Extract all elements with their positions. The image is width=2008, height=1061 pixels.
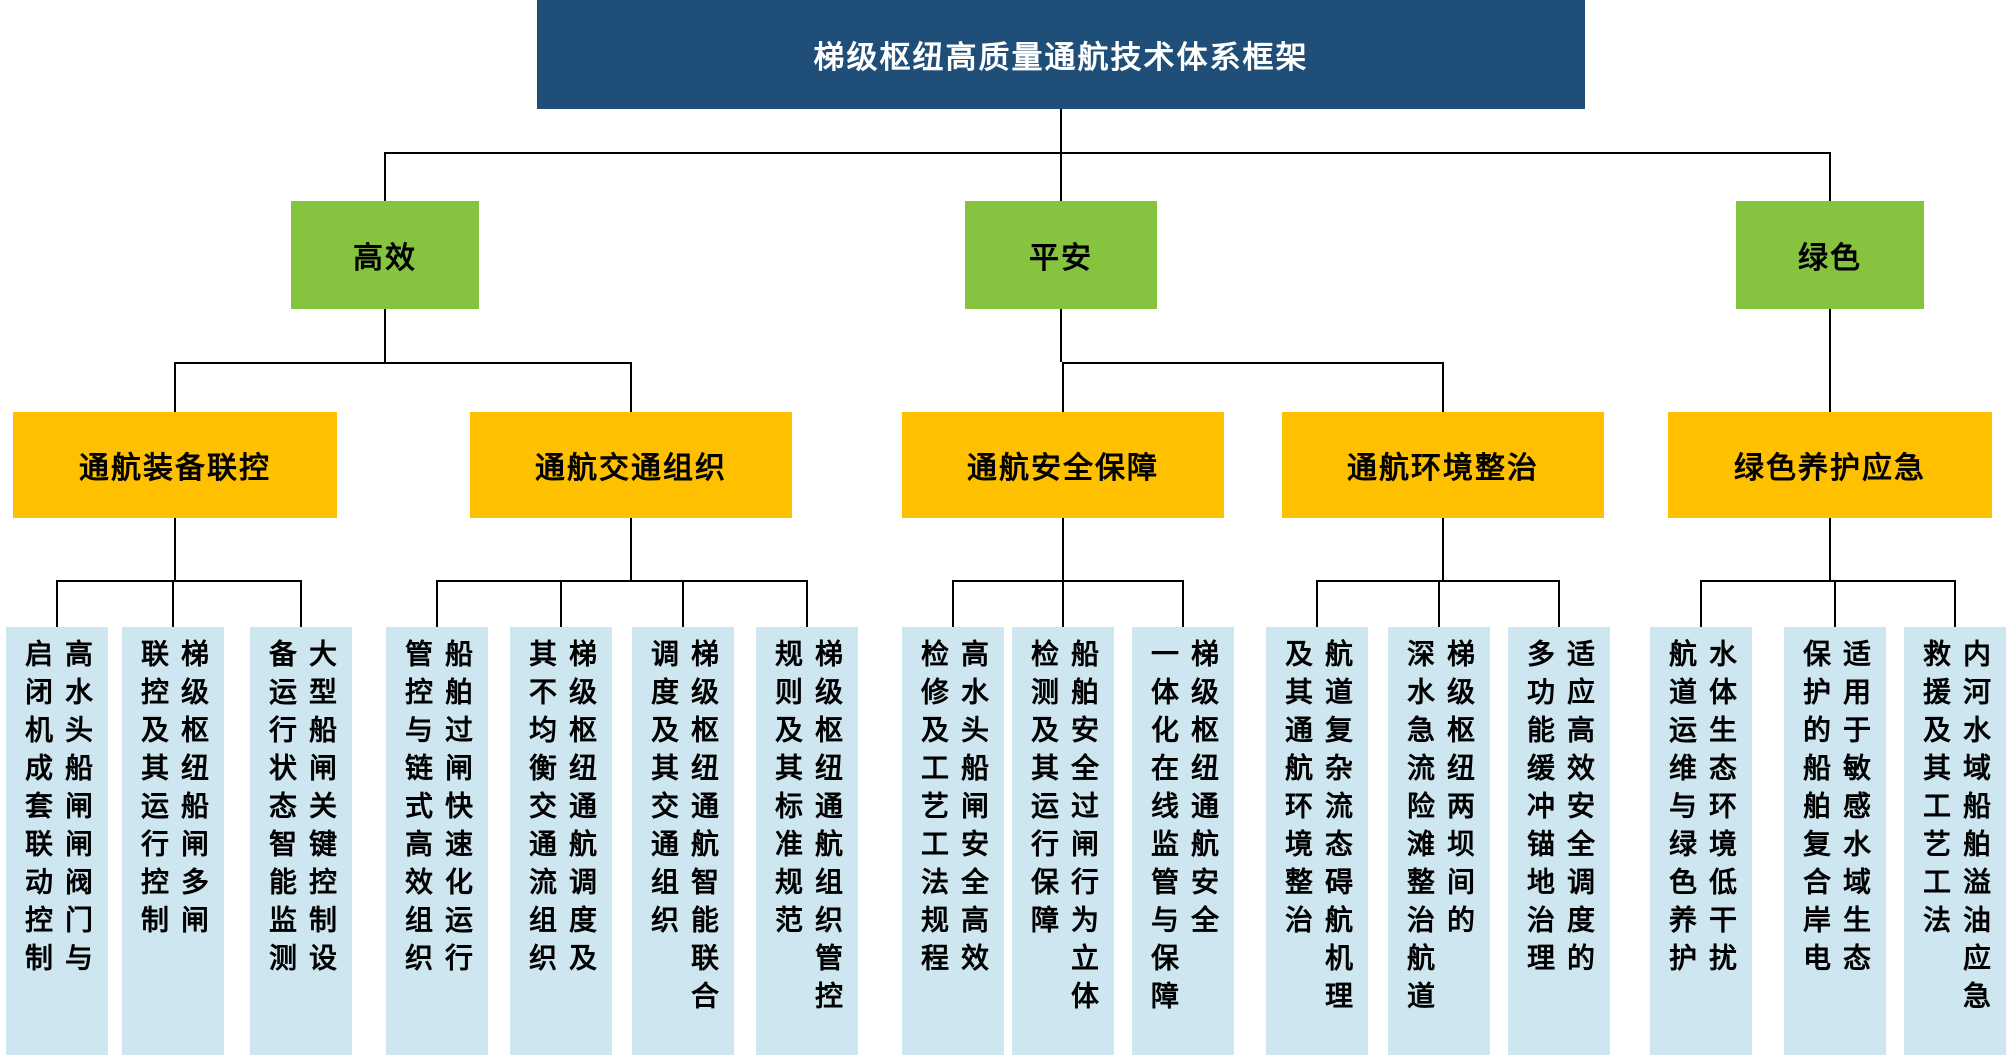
leaf-text-15: 适用于敏感水域生态 保护的船舶复合岸电 (1800, 639, 1871, 981)
leaf-node-4: 船舶过闸快速化运行 管控与链式高效组织 (386, 627, 488, 1055)
connector-line (1182, 580, 1184, 627)
leaf-text-8: 高水头船闸安全高效 检修及工艺工法规程 (918, 639, 989, 981)
root-node: 梯级枢纽高质量通航技术体系框架 (537, 0, 1585, 109)
connector-line (300, 580, 302, 627)
leaf-node-11: 航道复杂流态碍航机理 及其通航环境整治 (1266, 627, 1368, 1055)
leaf-node-9: 船舶安全过闸行为立体 检测及其运行保障 (1012, 627, 1114, 1055)
leaf-text-11: 航道复杂流态碍航机理 及其通航环境整治 (1282, 639, 1353, 1019)
leaf-node-10: 梯级枢纽通航安全 一体化在线监管与保障 (1132, 627, 1234, 1055)
leaf-node-12: 梯级枢纽两坝间的 深水急流险滩整治航道 (1388, 627, 1490, 1055)
connector-line (1442, 362, 1444, 412)
connector-line (1442, 518, 1444, 580)
connector-line (1700, 580, 1702, 627)
leaf-node-2: 梯级枢纽船闸多闸 联控及其运行控制 (122, 627, 224, 1055)
leaf-text-10: 梯级枢纽通航安全 一体化在线监管与保障 (1148, 639, 1219, 1019)
connector-line (1062, 518, 1064, 580)
connector-line (1558, 580, 1560, 627)
connector-line (384, 309, 386, 362)
connector-line (1829, 518, 1831, 580)
leaf-node-6: 梯级枢纽通航智能联合 调度及其交通组织 (632, 627, 734, 1055)
category-green: 绿色 (1736, 201, 1924, 309)
connector-line (630, 362, 632, 412)
connector-line (1060, 109, 1062, 201)
connector-line (1062, 362, 1064, 412)
leaf-text-12: 梯级枢纽两坝间的 深水急流险滩整治航道 (1404, 639, 1475, 1019)
branch-traffic-organization: 通航交通组织 (470, 412, 792, 518)
connector-line (630, 518, 632, 580)
connector-line (174, 362, 176, 412)
leaf-node-16: 内河水域船舶溢油应急 救援及其工艺工法 (1904, 627, 2006, 1055)
branch-safety-assurance: 通航安全保障 (902, 412, 1224, 518)
connector-line (952, 580, 1184, 582)
leaf-text-14: 水体生态环境低干扰 航道运维与绿色养护 (1666, 639, 1737, 981)
leaf-text-16: 内河水域船舶溢油应急 救援及其工艺工法 (1920, 639, 1991, 1019)
leaf-node-1: 高水头船闸闸阀门与 启闭机成套联动控制 (6, 627, 108, 1055)
connector-line (682, 580, 684, 627)
category-safe: 平安 (965, 201, 1157, 309)
connector-line (174, 362, 632, 364)
leaf-node-15: 适用于敏感水域生态 保护的船舶复合岸电 (1784, 627, 1886, 1055)
connector-line (1829, 309, 1831, 412)
leaf-node-3: 大型船闸关键控制设 备运行状态智能监测 (250, 627, 352, 1055)
leaf-text-3: 大型船闸关键控制设 备运行状态智能监测 (266, 639, 337, 981)
leaf-node-7: 梯级枢纽通航组织管控 规则及其标准规范 (756, 627, 858, 1055)
leaf-node-8: 高水头船闸安全高效 检修及工艺工法规程 (902, 627, 1004, 1055)
connector-line (172, 580, 174, 627)
connector-line (56, 580, 58, 627)
leaf-text-4: 船舶过闸快速化运行 管控与链式高效组织 (402, 639, 473, 981)
category-efficient: 高效 (291, 201, 479, 309)
leaf-text-6: 梯级枢纽通航智能联合 调度及其交通组织 (648, 639, 719, 1019)
connector-line (1954, 580, 1956, 627)
connector-line (1062, 362, 1444, 364)
connector-line (384, 152, 1831, 154)
leaf-node-14: 水体生态环境低干扰 航道运维与绿色养护 (1650, 627, 1752, 1055)
branch-green-maintenance-emergency: 绿色养护应急 (1668, 412, 1992, 518)
connector-line (1062, 580, 1064, 627)
connector-line (174, 518, 176, 580)
connector-line (806, 580, 808, 627)
branch-equipment-joint-control: 通航装备联控 (13, 412, 337, 518)
connector-line (436, 580, 438, 627)
branch-environment-regulation: 通航环境整治 (1282, 412, 1604, 518)
leaf-node-5: 梯级枢纽通航调度及 其不均衡交通流组织 (510, 627, 612, 1055)
leaf-text-1: 高水头船闸闸阀门与 启闭机成套联动控制 (22, 639, 93, 981)
connector-line (1829, 152, 1831, 201)
connector-line (1438, 580, 1440, 627)
leaf-text-2: 梯级枢纽船闸多闸 联控及其运行控制 (138, 639, 209, 943)
connector-line (384, 152, 386, 201)
connector-line (1834, 580, 1836, 627)
connector-line (560, 580, 562, 627)
connector-line (436, 580, 808, 582)
leaf-text-9: 船舶安全过闸行为立体 检测及其运行保障 (1028, 639, 1099, 1019)
leaf-text-5: 梯级枢纽通航调度及 其不均衡交通流组织 (526, 639, 597, 981)
leaf-node-13: 适应高效安全调度的 多功能缓冲锚地治理 (1508, 627, 1610, 1055)
connector-line (1700, 580, 1956, 582)
leaf-text-7: 梯级枢纽通航组织管控 规则及其标准规范 (772, 639, 843, 1019)
connector-line (1060, 309, 1062, 362)
leaf-text-13: 适应高效安全调度的 多功能缓冲锚地治理 (1524, 639, 1595, 981)
connector-line (952, 580, 954, 627)
connector-line (1316, 580, 1318, 627)
connector-line (56, 580, 302, 582)
